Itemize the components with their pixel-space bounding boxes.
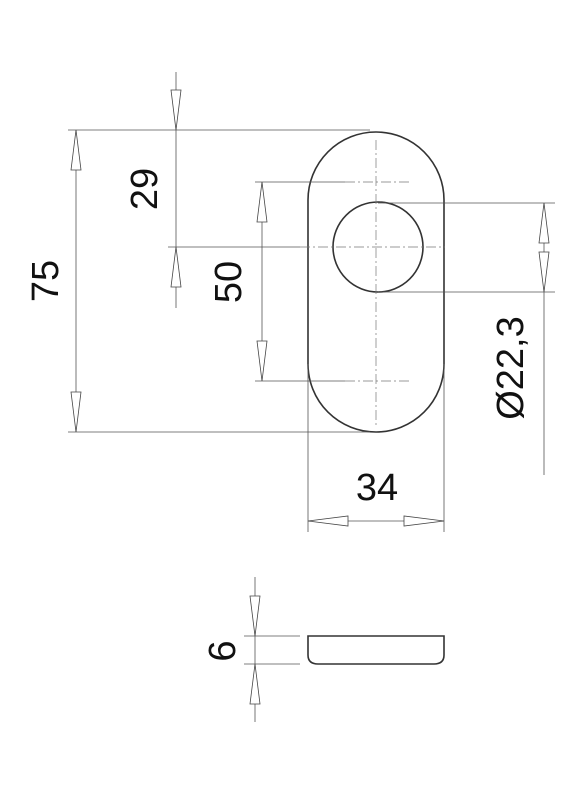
arrow-29-bottom [170, 246, 182, 288]
arrow-6-bottom [249, 663, 261, 705]
arrow-34-left [307, 515, 349, 527]
side-view-plate [307, 635, 445, 665]
arrow-75-top [70, 129, 82, 171]
dim-text-75: 75 [25, 260, 67, 302]
arrow-50-top [256, 181, 268, 223]
arrow-6-top [249, 595, 261, 637]
arrow-34-right [403, 515, 445, 527]
dim-text-50: 50 [208, 261, 250, 303]
arrow-diameter-bottom [538, 251, 550, 293]
dim-text-diameter: Ø22,3 [490, 316, 532, 420]
arrow-75-bottom [70, 391, 82, 433]
arrow-diameter-top [538, 202, 550, 244]
dim-text-6: 6 [202, 640, 244, 661]
arrow-29-top [170, 89, 182, 131]
dim-text-34: 34 [356, 467, 398, 509]
arrow-50-bottom [256, 340, 268, 382]
dim-text-29: 29 [124, 168, 166, 210]
